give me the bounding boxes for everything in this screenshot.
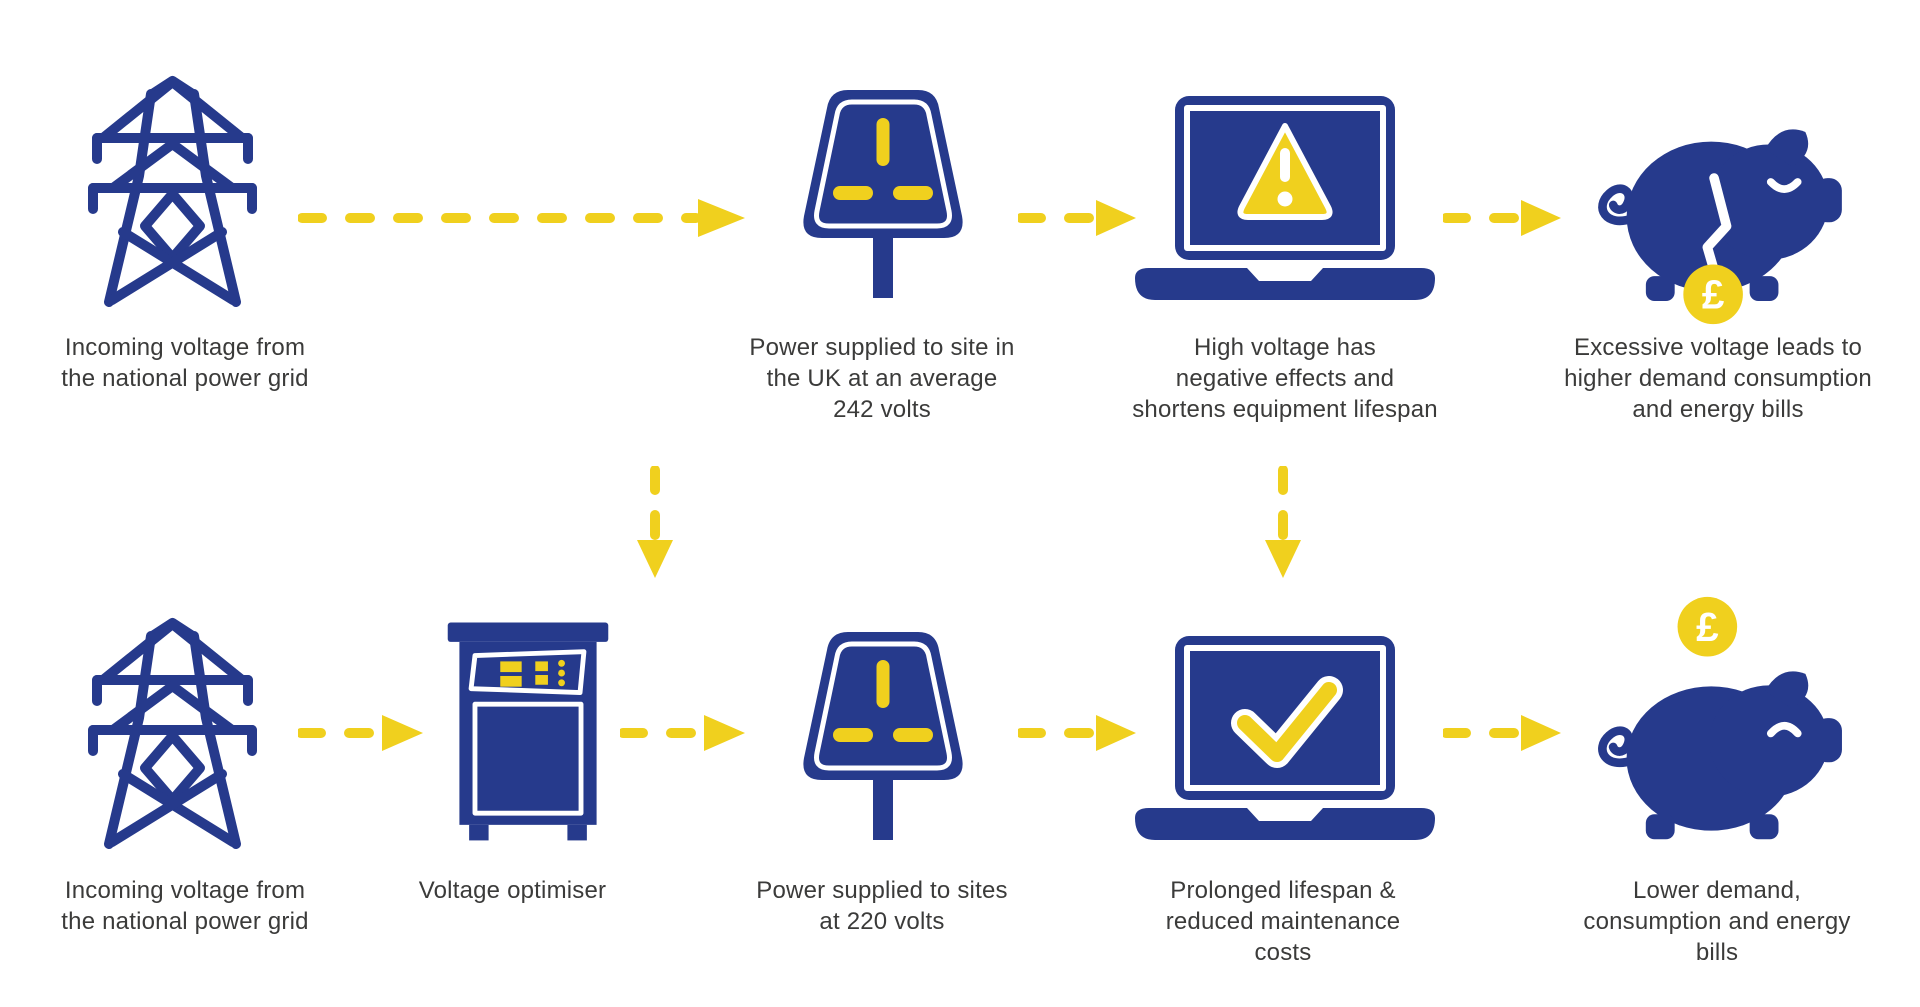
step-label: Power supplied to sites at 220 volts	[756, 877, 1008, 935]
pig-snout	[1814, 178, 1842, 223]
dashed-arrow-down-icon	[1265, 466, 1301, 578]
piggy-bank-coin-in-icon: £	[1598, 596, 1842, 840]
dashed-arrow-right-icon	[298, 715, 423, 751]
pig-tail	[1598, 726, 1637, 767]
pig-tail	[1598, 184, 1637, 226]
step-label: Prolonged lifespan & reduced maintenance…	[1165, 877, 1401, 966]
pig-snout	[1815, 718, 1842, 763]
pound-coin-icon	[1677, 596, 1738, 657]
dashed-arrow-down-icon	[637, 466, 673, 578]
pig-eye	[1766, 721, 1802, 738]
control-panel	[468, 649, 587, 695]
pig-eye	[1766, 178, 1802, 193]
dashed-arrow-right-icon	[1018, 200, 1136, 236]
pig-ear	[1765, 671, 1809, 709]
cabinet-door	[472, 701, 584, 816]
dashed-arrow-right-icon	[620, 715, 745, 751]
dashed-arrow-right-icon	[1443, 200, 1561, 236]
uk-plug-icon	[803, 90, 963, 298]
pig-ear	[1765, 129, 1809, 167]
plug-pin	[876, 118, 890, 166]
step-label: Excessive voltage leads to higher demand…	[1564, 334, 1872, 423]
step-label: Incoming voltage from the national power…	[61, 877, 309, 935]
plug-pin	[893, 186, 933, 200]
voltage-optimiser-icon	[447, 622, 609, 841]
dashed-arrow-right-icon	[298, 199, 745, 237]
plug-pin	[876, 660, 890, 708]
step-label: Power supplied to site in the UK at an a…	[749, 334, 1015, 423]
dashed-arrow-right-icon	[1443, 715, 1561, 751]
step-label: Voltage optimiser	[418, 877, 607, 904]
uk-plug-icon	[803, 632, 963, 840]
pylon-icon	[88, 76, 257, 307]
plug-pin	[893, 728, 933, 742]
plug-pin	[833, 728, 873, 742]
laptop-check-icon	[1135, 636, 1435, 840]
pound-symbol: £	[1696, 604, 1719, 650]
step-label: High voltage has negative effects and sh…	[1132, 334, 1438, 423]
step-label: Lower demand, consumption and energy bil…	[1583, 877, 1851, 966]
pound-symbol: £	[1702, 272, 1725, 318]
pylon-icon	[88, 618, 257, 849]
pound-coin-icon	[1683, 264, 1743, 325]
piggy-bank-coin-out-icon: £	[1598, 129, 1842, 325]
laptop-warning-icon	[1135, 96, 1435, 300]
checkmark-icon	[1237, 682, 1337, 762]
plug-pin	[833, 186, 873, 200]
dashed-arrow-right-icon	[1018, 715, 1136, 751]
step-label: Incoming voltage from the national power…	[61, 334, 309, 392]
